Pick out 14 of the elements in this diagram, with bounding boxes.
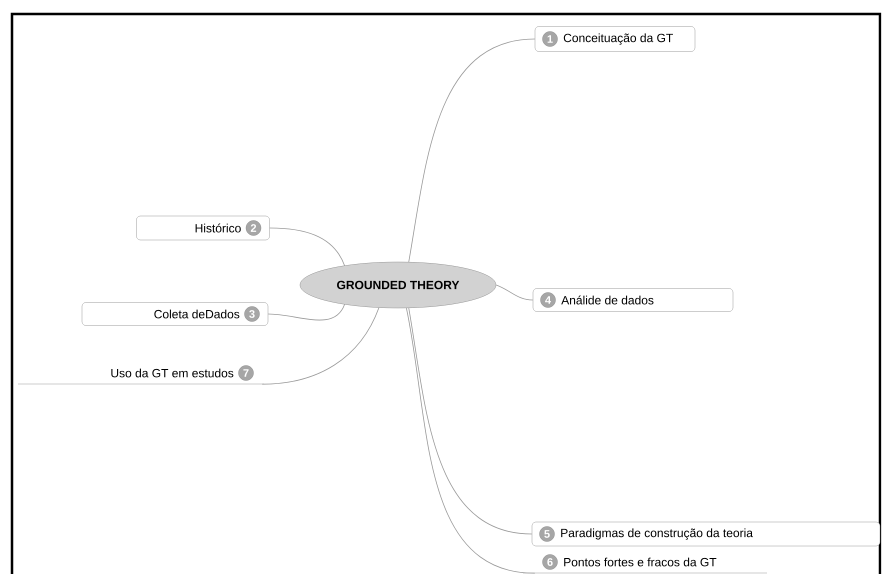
- connector: [408, 308, 532, 534]
- number-badge: 6: [542, 554, 558, 570]
- connector: [269, 228, 345, 266]
- connector: [496, 284, 534, 300]
- number-badge: 2: [246, 220, 262, 236]
- connector: [406, 308, 536, 574]
- connector: [268, 304, 345, 320]
- number-badge: 7: [238, 365, 254, 381]
- number-badge: 1: [542, 31, 558, 47]
- number-badge: 4: [540, 292, 556, 308]
- connector: [262, 307, 380, 385]
- number-badge: 3: [244, 306, 260, 322]
- connector: [408, 38, 536, 262]
- number-badge: 5: [539, 526, 555, 542]
